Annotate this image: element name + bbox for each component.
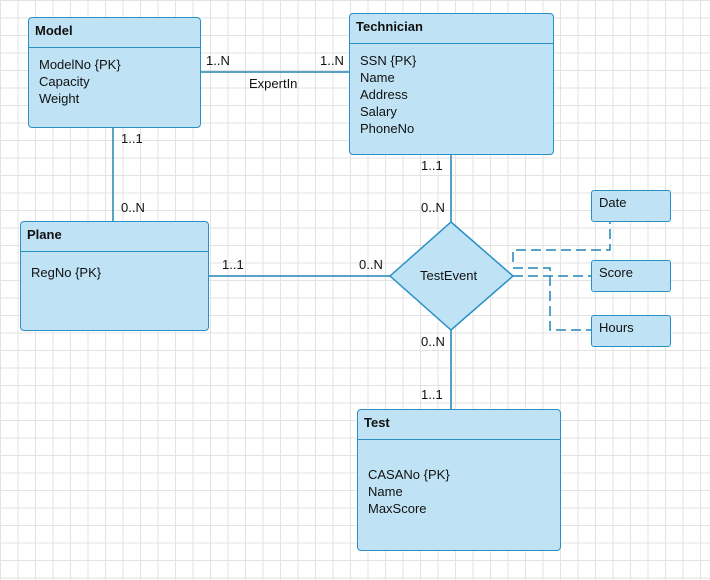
plane-entity-title: Plane	[21, 222, 208, 252]
technician-attr-salary: Salary	[360, 104, 397, 119]
test-entity-title: Test	[358, 410, 560, 440]
test-attr-casano: CASANo {PK}	[368, 467, 450, 482]
technician-attr-name: Name	[360, 70, 395, 85]
test-attr-maxscore: MaxScore	[368, 501, 427, 516]
multiplicity-testevent-test: 0..N	[421, 334, 445, 349]
multiplicity-test-testevent: 1..1	[421, 387, 443, 402]
multiplicity-testevent-plane: 0..N	[359, 257, 383, 272]
plane-entity[interactable]: Plane RegNo {PK}	[20, 221, 209, 331]
model-attribute-list: ModelNo {PK} Capacity Weight	[29, 48, 200, 107]
testevent-diamond[interactable]	[388, 221, 515, 331]
testevent-label: TestEvent	[420, 268, 478, 283]
hours-dashed-link	[513, 267, 591, 331]
hours-attribute-box[interactable]: Hours	[591, 315, 671, 347]
test-entity[interactable]: Test CASANo {PK} Name MaxScore	[357, 409, 561, 551]
multiplicity-technician-expertin: 1..N	[320, 53, 344, 68]
plane-attr-regno: RegNo {PK}	[31, 265, 102, 280]
model-attr-capacity: Capacity	[39, 74, 90, 89]
multiplicity-plane-model: 0..N	[121, 200, 145, 215]
multiplicity-plane-testevent: 1..1	[222, 257, 244, 272]
technician-attr-ssn: SSN {PK}	[360, 53, 417, 68]
model-attr-modelno: ModelNo {PK}	[39, 57, 121, 72]
technician-attr-address: Address	[360, 87, 408, 102]
plane-attribute-list: RegNo {PK}	[21, 252, 208, 281]
test-attribute-list: CASANo {PK} Name MaxScore	[358, 440, 560, 517]
model-attr-weight: Weight	[39, 91, 80, 106]
multiplicity-model-plane: 1..1	[121, 131, 143, 146]
expertin-label: ExpertIn	[249, 76, 298, 91]
score-attribute-box[interactable]: Score	[591, 260, 671, 292]
technician-attr-phoneno: PhoneNo	[360, 121, 415, 136]
multiplicity-model-expertin: 1..N	[206, 53, 230, 68]
technician-attribute-list: SSN {PK} Name Address Salary PhoneNo	[350, 44, 553, 137]
test-attr-name: Name	[368, 484, 403, 499]
model-entity-title: Model	[29, 18, 200, 48]
multiplicity-technician-testevent: 1..1	[421, 158, 443, 173]
multiplicity-testevent-technician: 0..N	[421, 200, 445, 215]
date-attribute-box[interactable]: Date	[591, 190, 671, 222]
model-entity[interactable]: Model ModelNo {PK} Capacity Weight	[28, 17, 201, 128]
technician-entity-title: Technician	[350, 14, 553, 44]
technician-entity[interactable]: Technician SSN {PK} Name Address Salary …	[349, 13, 554, 155]
date-dashed-link	[512, 221, 611, 262]
